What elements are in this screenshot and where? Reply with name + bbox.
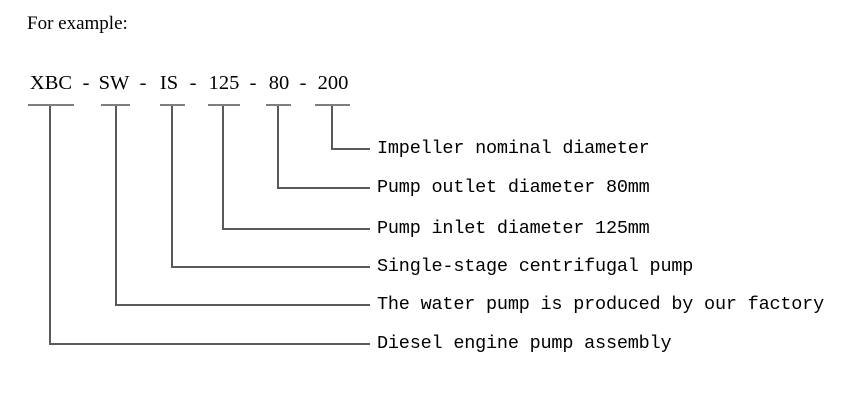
connector-vertical-125 — [222, 106, 224, 230]
model-code-segment-xbc: XBC — [29, 72, 73, 94]
tick-bar-xbc — [28, 104, 74, 106]
tick-bar-80 — [266, 104, 291, 106]
connector-vertical-xbc — [49, 106, 51, 345]
label-diesel-engine-pump-assembly: Diesel engine pump assembly — [377, 333, 672, 354]
model-code-segment-200: 200 — [317, 72, 349, 94]
connector-vertical-sw — [115, 106, 117, 306]
connector-horizontal-125 — [222, 228, 370, 230]
model-code-separator: - — [82, 72, 90, 94]
tick-bar-is — [160, 104, 185, 106]
model-code-segment-sw: SW — [98, 72, 130, 94]
connector-vertical-is — [171, 106, 173, 268]
connector-vertical-80 — [277, 106, 279, 189]
model-code-segment-80: 80 — [268, 72, 290, 94]
connector-horizontal-xbc — [49, 343, 370, 345]
model-code-segment-is: IS — [159, 72, 179, 94]
model-code-separator: - — [139, 72, 147, 94]
label-single-stage-centrifugal-pump: Single-stage centrifugal pump — [377, 256, 694, 277]
label-impeller-nominal-diameter: Impeller nominal diameter — [377, 138, 650, 159]
tick-bar-200 — [315, 104, 350, 106]
label-pump-outlet-diameter: Pump outlet diameter 80mm — [377, 177, 650, 198]
label-factory-produced: The water pump is produced by our factor… — [377, 294, 824, 315]
connector-horizontal-sw — [115, 304, 370, 306]
model-code-segment-125: 125 — [208, 72, 240, 94]
model-code-separator: - — [249, 72, 257, 94]
model-code-separator: - — [299, 72, 307, 94]
label-pump-inlet-diameter: Pump inlet diameter 125mm — [377, 218, 650, 239]
connector-horizontal-200 — [331, 148, 370, 150]
tick-bar-125 — [208, 104, 240, 106]
connector-horizontal-80 — [277, 187, 370, 189]
connector-vertical-200 — [331, 106, 333, 150]
tick-bar-sw — [101, 104, 130, 106]
connector-horizontal-is — [171, 266, 370, 268]
model-code-separator: - — [189, 72, 197, 94]
example-heading: For example: — [27, 13, 128, 34]
